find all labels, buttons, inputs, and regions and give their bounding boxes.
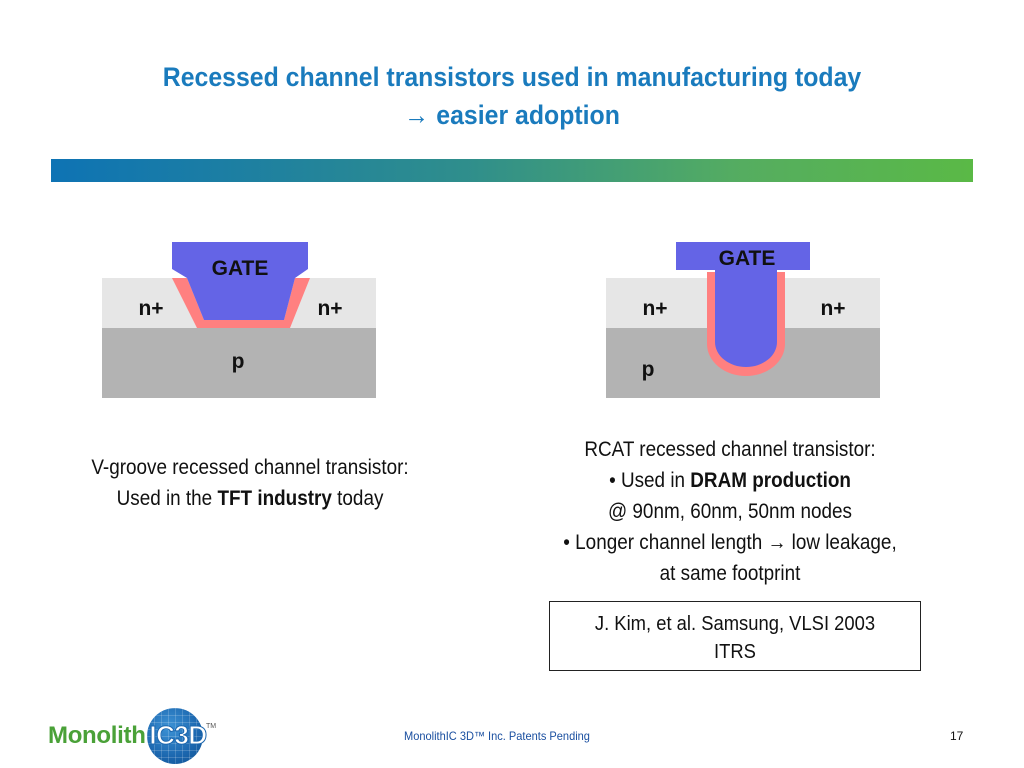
- right-arrow-icon: →: [404, 100, 429, 130]
- right-arrow-icon: →: [767, 531, 787, 554]
- logo-wordmark: Monolith: [48, 722, 146, 749]
- caption-line: V-groove recessed channel transistor:: [91, 456, 409, 479]
- footer-note: MonolithIC 3D™ Inc. Patents Pending: [404, 729, 590, 743]
- substrate-label: p: [232, 350, 245, 373]
- drain-label: n+: [317, 297, 342, 320]
- reference-line: ITRS: [714, 641, 756, 663]
- caption-line: • Used in DRAM production: [528, 465, 933, 496]
- logo-trademark: TM: [206, 723, 217, 730]
- vgroove-transistor-diagram: GATE n+ n+ p: [102, 242, 376, 398]
- logo-globe-icon: [147, 708, 203, 764]
- caption-line: at same footprint: [659, 562, 801, 585]
- substrate-label: p: [642, 358, 655, 381]
- title-line-2-text: easier adoption: [436, 100, 620, 130]
- caption-bold-text: TFT industry: [217, 487, 332, 510]
- drain-label: n+: [820, 297, 845, 320]
- source-label: n+: [642, 297, 667, 320]
- p-substrate-region: [102, 328, 376, 398]
- title-line-2: →easier adoption: [78, 96, 946, 134]
- logo-grid-pattern: [147, 708, 203, 764]
- caption-line: RCAT recessed channel transistor:: [584, 438, 876, 461]
- slide-title: Recessed channel transistors used in man…: [78, 58, 946, 134]
- reference-box: J. Kim, et al. Samsung, VLSI 2003 ITRS: [549, 601, 921, 671]
- gate-electrode: [676, 242, 810, 367]
- caption-text: low leakage,: [786, 531, 897, 554]
- gate-label: GATE: [719, 247, 776, 270]
- caption-text: • Used in: [609, 469, 691, 492]
- gate-label: GATE: [212, 257, 269, 280]
- vgroove-caption: V-groove recessed channel transistor: Us…: [61, 452, 439, 514]
- title-line-1: Recessed channel transistors used in man…: [162, 62, 862, 92]
- gate-electrode: [172, 242, 308, 320]
- page-number: 17: [950, 729, 964, 743]
- logo-badge-text: IC3D: [149, 720, 208, 751]
- gate-oxide: [172, 278, 310, 328]
- rcat-transistor-diagram: GATE n+ n+ p: [606, 242, 880, 398]
- caption-line: • Longer channel length → low leakage,: [528, 527, 933, 558]
- caption-line: @ 90nm, 60nm, 50nm nodes: [607, 500, 853, 523]
- title-gradient-bar: [51, 159, 973, 182]
- caption-line: Used in the TFT industry today: [61, 483, 439, 514]
- caption-bold-text: DRAM production: [690, 469, 851, 492]
- reference-line: J. Kim, et al. Samsung, VLSI 2003: [594, 613, 876, 635]
- caption-text: Used in the: [116, 487, 218, 510]
- caption-text: today: [331, 487, 384, 510]
- source-label: n+: [138, 297, 163, 320]
- rcat-caption: RCAT recessed channel transistor: • Used…: [528, 434, 933, 589]
- caption-text: • Longer channel length: [563, 531, 768, 554]
- monolithic-3d-logo: Monolith IC3D: [44, 708, 214, 764]
